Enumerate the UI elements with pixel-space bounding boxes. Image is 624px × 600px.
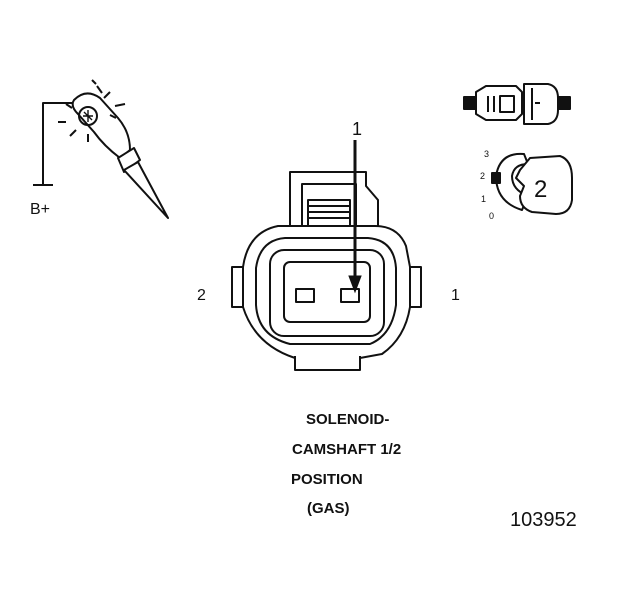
scale-label-2: 2 bbox=[480, 171, 486, 181]
side-view-female-half bbox=[523, 83, 559, 125]
right-terminal-label: 1 bbox=[451, 287, 460, 304]
caption-line-4: (GAS) bbox=[307, 500, 350, 517]
probe-body bbox=[71, 92, 131, 159]
connector-side-view bbox=[463, 83, 571, 125]
pin-1-callout-arrow bbox=[348, 140, 362, 294]
light-rays-icon bbox=[58, 79, 126, 142]
probe-needle bbox=[123, 161, 169, 219]
lock-indicator bbox=[491, 172, 501, 184]
probe-collar bbox=[117, 147, 141, 173]
side-view-wire-left bbox=[463, 96, 477, 110]
b-plus-label: B+ bbox=[30, 201, 51, 218]
connector-bottom-key bbox=[294, 356, 361, 371]
bulb-filament bbox=[83, 110, 93, 122]
scale-label-0: 0 bbox=[489, 211, 495, 221]
right-mounting-ear bbox=[410, 266, 422, 308]
pin-callout-label: 1 bbox=[352, 119, 363, 139]
connector-pin-face bbox=[283, 261, 371, 323]
bulb-icon bbox=[78, 106, 98, 126]
side-view-wire-right bbox=[557, 96, 571, 110]
connector-face bbox=[231, 171, 422, 371]
ground-lead-wire bbox=[42, 102, 78, 185]
terminal-1 bbox=[340, 288, 360, 303]
scale-label-1: 1 bbox=[481, 194, 487, 204]
scale-label-3: 3 bbox=[484, 149, 490, 159]
lock-body bbox=[515, 155, 573, 215]
terminal-2 bbox=[295, 288, 315, 303]
left-mounting-ear bbox=[231, 266, 243, 308]
left-terminal-label: 2 bbox=[197, 287, 206, 304]
test-light-probe bbox=[33, 79, 169, 219]
position-lock-icon bbox=[491, 152, 573, 215]
position-number-label: 2 bbox=[534, 176, 548, 203]
caption-line-1: SOLENOID- bbox=[306, 411, 390, 428]
figure-number: 103952 bbox=[510, 509, 577, 531]
caption-line-3: POSITION bbox=[291, 471, 363, 488]
caption-line-2: CAMSHAFT 1/2 bbox=[292, 441, 402, 458]
